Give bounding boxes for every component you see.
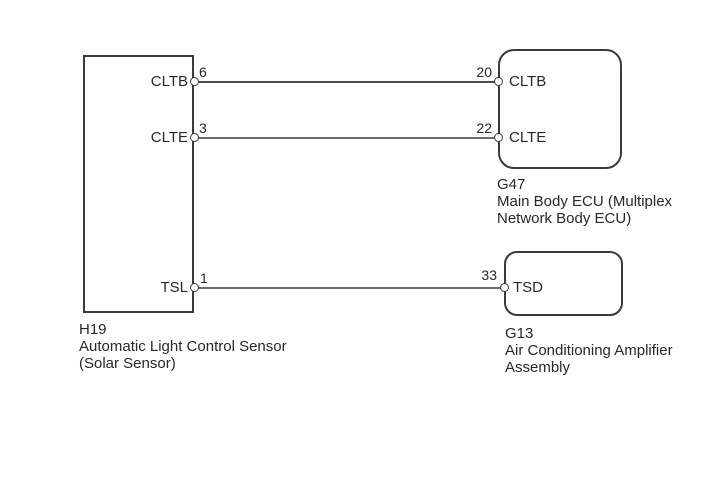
caption-h19-line3: (Solar Sensor) [79,355,176,372]
caption-g13-line2: Air Conditioning Amplifier [505,342,673,359]
pin-terminal-g47-cltb [494,77,503,86]
caption-g13-id: G13 [505,325,534,342]
caption-g13-line3: Assembly [505,359,571,376]
wire-clte [194,137,498,139]
pin-label-g47-clte: CLTE [509,129,547,146]
pin-terminal-g13-tsd [500,283,509,292]
component-box-g47 [498,49,622,169]
caption-g47-line2: Main Body ECU (Multiplex [497,193,673,210]
caption-h19: H19 Automatic Light Control Sensor (Sola… [79,321,287,372]
caption-h19-id: H19 [79,321,107,338]
caption-h19-line2: Automatic Light Control Sensor [79,338,287,355]
pin-label-h19-cltb: CLTB [150,73,188,90]
pin-number-h19-3: 3 [199,120,207,136]
caption-g47: G47 Main Body ECU (Multiplex Network Bod… [497,176,672,227]
wire-cltb [194,81,498,83]
pin-number-g47-22: 22 [476,120,492,136]
pin-label-h19-clte: CLTE [150,129,188,146]
pin-terminal-h19-tsl [190,283,199,292]
caption-g13: G13 Air Conditioning Amplifier Assembly [505,325,673,376]
pin-terminal-h19-clte [190,133,199,142]
pin-number-g13-33: 33 [481,267,497,283]
caption-g47-id: G47 [497,176,526,193]
pin-label-h19-tsl: TSL [160,279,188,296]
component-box-h19 [83,55,194,313]
pin-number-g47-20: 20 [476,64,492,80]
caption-g47-line3: Network Body ECU) [497,210,632,227]
pin-number-h19-1: 1 [200,270,208,286]
pin-number-h19-6: 6 [199,64,207,80]
pin-terminal-h19-cltb [190,77,199,86]
pin-terminal-g47-clte [494,133,503,142]
wire-tsl-tsd [194,287,504,289]
pin-label-g47-cltb: CLTB [509,73,547,90]
component-box-g13 [504,251,623,316]
pin-label-g13-tsd: TSD [513,279,543,296]
